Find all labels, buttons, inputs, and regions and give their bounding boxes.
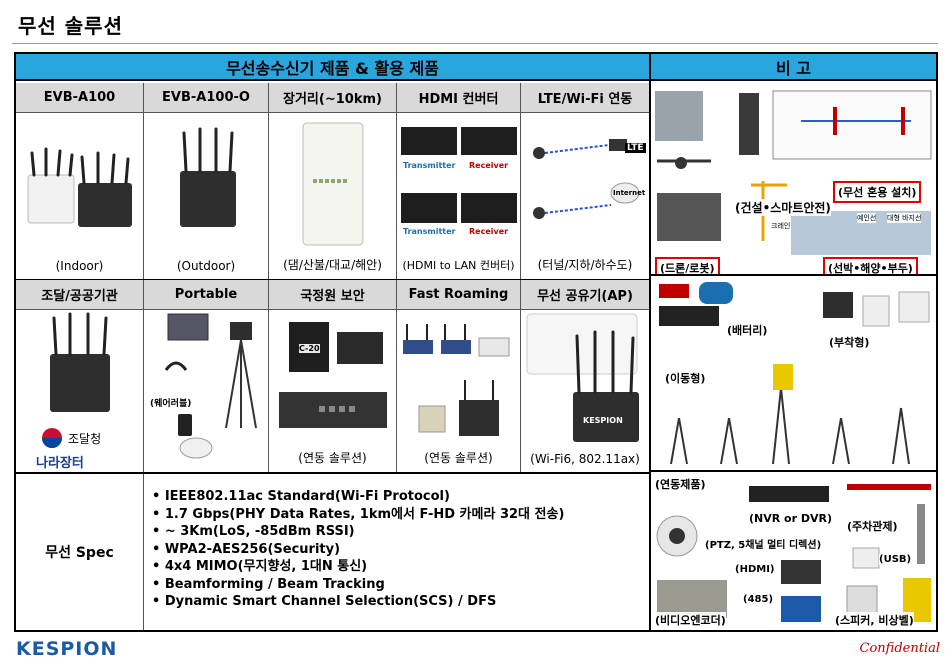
cell-long-range: (댐/산불/대교/해안) — [269, 113, 397, 279]
wearable-label: (웨어러블) — [150, 396, 192, 409]
cell-portable: (웨어러블) — [144, 310, 269, 472]
barge-label: 대형 바지선 — [887, 213, 922, 223]
kespion-device-label: KESPION — [583, 416, 623, 425]
label-public-procurement: 조달/공공기관 — [16, 280, 144, 309]
rs485-label: (485) — [743, 594, 774, 605]
row1-images: (Indoor) (Outdoor) (댐/산불/대교/해안) — [16, 113, 649, 281]
spec-item: 1.7 Gbps(PHY Data Rates, 1km에서 F-HD 카메라 … — [152, 506, 565, 524]
caption-nis: (연동 솔루션) — [298, 451, 367, 465]
caption-outdoor: (Outdoor) — [176, 259, 236, 273]
caption-fast-roaming: (연동 솔루션) — [424, 451, 493, 465]
kespion-logo: KESPION — [16, 638, 118, 660]
lte-wifi-network-image — [533, 139, 640, 219]
cell-fast-roaming: (연동 솔루션) — [397, 310, 521, 472]
label-nis-security: 국정원 보안 — [269, 280, 397, 309]
spec-list: IEEE802.11ac Standard(Wi-Fi Protocol) 1.… — [144, 474, 565, 630]
label-evb-a100: EVB-A100 — [16, 83, 144, 112]
procurement-emblem-icon — [42, 428, 62, 448]
cell-hdmi-converter: Transmitter Receiver Transmitter Receive… — [397, 113, 521, 279]
confidential-mark: Confidential — [859, 641, 941, 656]
portable-kit-image — [164, 313, 257, 459]
ptz-label: (PTZ, 5채널 멀티 디렉션) — [705, 536, 822, 551]
cell-lte-wifi: LTE Internet (터널/지하/하수도) — [521, 113, 649, 279]
procurement-router-image — [50, 312, 110, 412]
mobile-label: (이동형) — [665, 370, 706, 386]
drone-robot-label: (드론/로봇) — [655, 257, 720, 274]
caption-hdmi: (HDMI to LAN 컨버터) — [402, 259, 515, 272]
hdmi-receiver-label-1: Receiver — [469, 161, 509, 170]
spec-item: Beamforming / Beam Tracking — [152, 576, 564, 594]
cell-evb-a100: (Indoor) — [16, 113, 144, 279]
caption-long-range: (댐/산불/대교/해안) — [283, 258, 382, 272]
label-lte-wifi: LTE/Wi-Fi 연동 — [537, 92, 633, 107]
remarks-panel-applications: (무선 혼용 설치) (드론/로봇) (건설•스마트안전) 크레인 예인선 대형… — [651, 81, 936, 276]
hdmi-receiver-label-2: Receiver — [469, 227, 509, 236]
caption-indoor: (Indoor) — [55, 259, 104, 273]
wireless-ap-image — [526, 313, 639, 442]
solution-table: 무선송수신기 제품 & 활용 제품 비 고 EVB-A100 EVB-A100-… — [14, 52, 938, 632]
column-divider — [649, 54, 651, 630]
title-divider — [12, 43, 938, 44]
label-evb-a100-o: EVB-A100-O — [144, 83, 269, 112]
linked-products-collage-image — [656, 484, 931, 623]
spec-label: 무선 Spec — [16, 474, 144, 630]
mixed-install-label: (무선 혼용 설치) — [833, 181, 922, 203]
video-encoder-label: (비디오엔코더) — [655, 612, 726, 628]
nvr-label: (NVR or DVR) — [749, 512, 832, 525]
fast-roaming-devices-image — [403, 324, 510, 436]
hdmi-remark-label: (HDMI) — [735, 564, 775, 575]
hdmi-converter-image — [401, 127, 517, 223]
cell-public-procurement: 조달청 나라장터 — [16, 310, 144, 472]
speaker-bell-label: (스피커, 비상벨) — [835, 612, 914, 628]
spec-item: Dynamic Smart Channel Selection(SCS) / D… — [152, 593, 564, 611]
tugboat-label: 예인선 — [857, 213, 877, 223]
power-mobile-collage-image — [659, 282, 930, 465]
parking-label: (주차관제) — [847, 518, 898, 534]
hdmi-transmitter-label-2: Transmitter — [403, 227, 456, 236]
spec-item: WPA2-AES256(Security) — [152, 541, 564, 559]
battery-label: (배터리) — [727, 322, 768, 338]
label-wireless-ap: 무선 공유기(AP) — [537, 289, 633, 304]
cell-evb-a100-o: (Outdoor) — [144, 113, 269, 279]
cell-wireless-ap: KESPION (Wi-Fi6, 802.11ax) — [521, 310, 649, 472]
internet-label: Internet — [613, 189, 646, 197]
spec-item: ~ 3Km(LoS, -85dBm RSSI) — [152, 523, 564, 541]
construction-label: (건설•스마트안전) — [735, 199, 831, 216]
naramarket-logo: 나라장터 — [36, 456, 84, 471]
c20-label: C-20 — [299, 344, 320, 353]
ship-label: (선박•해양•부두) — [823, 257, 918, 274]
remarks-panel-linked-products: (연동제품) (NVR or DVR) (PTZ, 5채널 멀티 디렉션) (주… — [651, 474, 936, 630]
long-range-antenna-image — [302, 122, 364, 246]
cell-nis-security: C-20 (연동 솔루션) — [269, 310, 397, 472]
label-portable: Portable — [144, 280, 269, 309]
remarks-header: 비 고 — [651, 54, 936, 81]
usb-label: (USB) — [879, 554, 912, 565]
page-title: 무선 솔루션 — [18, 14, 123, 38]
row2-images: 조달청 나라장터 (웨어러블) C-20 — [16, 310, 649, 474]
spec-item: 4x4 MIMO(무지향성, 1대N 통신) — [152, 558, 564, 576]
outdoor-router-image — [180, 127, 236, 227]
caption-ap: (Wi-Fi6, 802.11ax) — [530, 452, 640, 466]
mounted-label: (부착형) — [829, 334, 870, 350]
label-fast-roaming: Fast Roaming — [397, 280, 521, 309]
procurement-agency-label: 조달청 — [68, 430, 102, 447]
label-hdmi-converter: HDMI 컨버터 — [397, 83, 521, 112]
crane-label: 크레인 — [771, 221, 791, 231]
hdmi-transmitter-label-1: Transmitter — [403, 161, 456, 170]
caption-lte: (터널/지하/하수도) — [537, 258, 633, 272]
row1-labels: EVB-A100 EVB-A100-O 장거리(~10km) HDMI 컨버터 … — [16, 83, 649, 113]
lte-badge: LTE — [625, 143, 646, 153]
indoor-router-image — [27, 147, 132, 227]
spec-row: 무선 Spec IEEE802.11ac Standard(Wi-Fi Prot… — [16, 474, 649, 630]
remarks-panel-power: (배터리) (부착형) (이동형) — [651, 278, 936, 472]
products-header: 무선송수신기 제품 & 활용 제품 — [16, 54, 649, 81]
label-long-range: 장거리(~10km) — [269, 83, 397, 112]
row2-labels: 조달/공공기관 Portable 국정원 보안 Fast Roaming 무선 … — [16, 280, 649, 310]
linked-products-label: (연동제품) — [655, 476, 706, 492]
applications-collage-image — [655, 90, 932, 255]
spec-item: IEEE802.11ac Standard(Wi-Fi Protocol) — [152, 488, 564, 506]
nis-security-device-image — [279, 322, 387, 428]
